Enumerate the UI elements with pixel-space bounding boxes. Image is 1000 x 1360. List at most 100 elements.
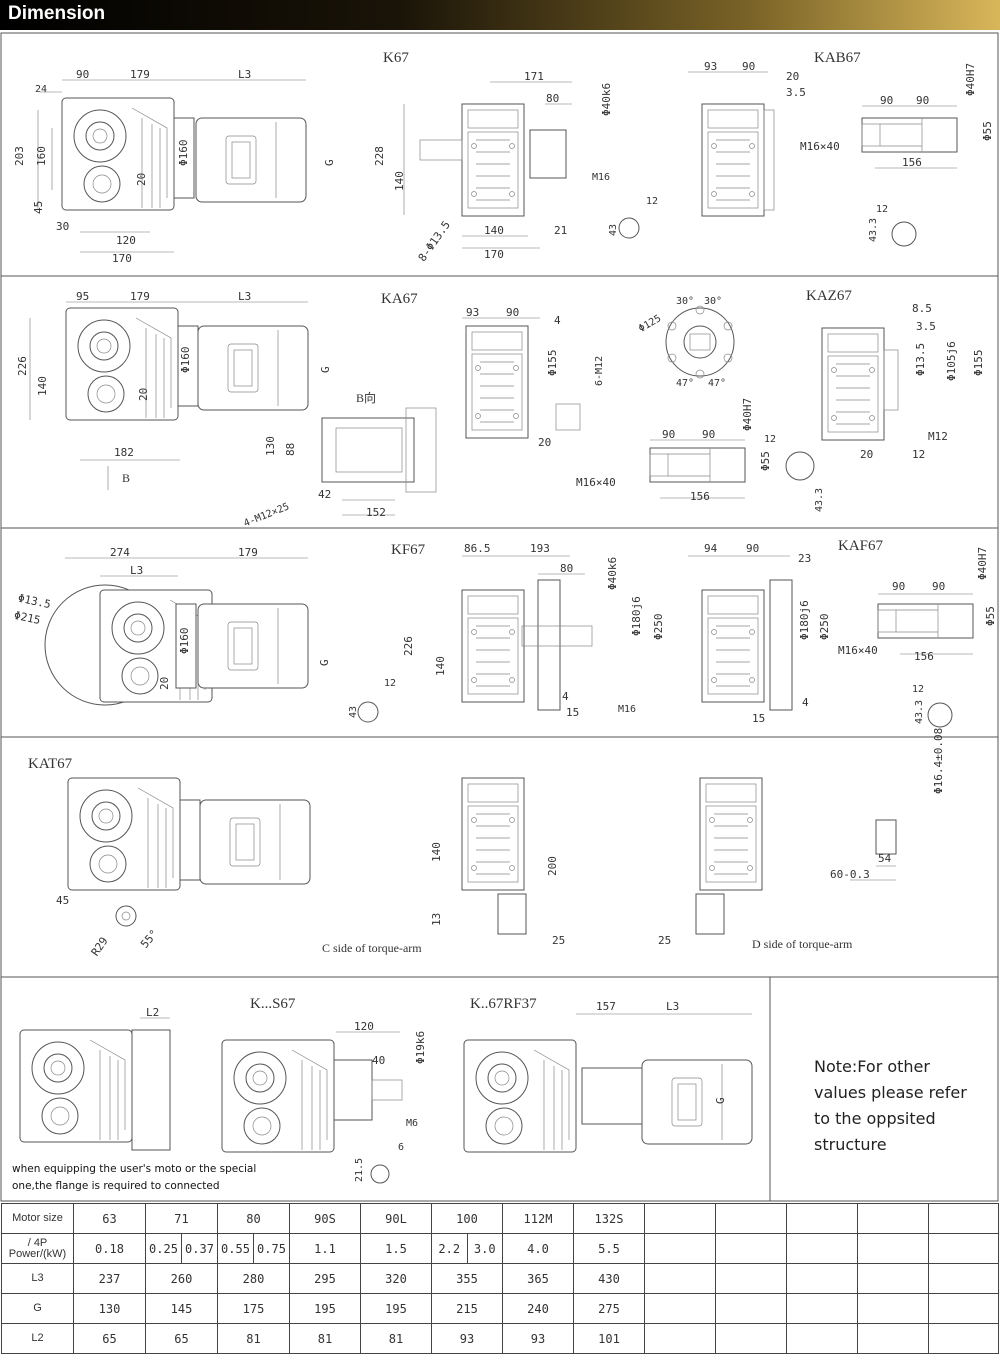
dim-label: Φ55 [981,121,994,141]
dim-label: 8.5 [912,302,932,315]
dim-label: 43.3 [914,700,925,724]
dim-label: 55° [138,927,161,951]
dim-label: L2 [146,1006,159,1019]
table-cell-empty [928,1203,999,1234]
model-label-kat67: KAT67 [28,756,73,772]
table-cell-empty [644,1233,716,1264]
dim-label: 40 [372,1054,385,1067]
row-label-l3: L3 [1,1263,74,1294]
dim-label: 120 [116,234,136,247]
table-cell-empty [857,1203,929,1234]
dim-label: 20 [860,448,873,461]
dim-label: Φ250 [652,614,665,641]
table-cell-empty [928,1233,999,1264]
footnote-line: one,the flange is required to connected [12,1180,220,1192]
table-cell-empty [715,1293,787,1324]
table-cell: 80 [217,1203,290,1234]
table-cell-empty [786,1323,858,1354]
dim-label: 160 [35,146,48,166]
c-side-caption: C side of torque-arm [322,941,422,955]
k67-section: K67 24 90 179 L3 203 160 45 30 120 170 2… [13,50,994,265]
dim-label: 90 [506,306,519,319]
dim-label: B [122,471,130,485]
table-cell: 260 [145,1263,218,1294]
dim-label: 94 [704,542,718,555]
table-cell: 4.0 [502,1233,574,1264]
dim-label: 20 [137,388,150,401]
table-cell-empty [786,1263,858,1294]
ka67-shaft-detail: 90 90 Φ40H7 12 M16×40 Φ55 156 43.3 [576,398,825,512]
dim-label: 120 [354,1020,374,1033]
dim-label: 95 [76,290,89,303]
model-label-k67rf37: K..67RF37 [470,996,537,1012]
table-cell: 5.5 [573,1233,645,1264]
table-cell: 365 [502,1263,574,1294]
table-cell-empty [857,1293,929,1324]
dim-label: L3 [130,564,143,577]
table-cell: 81 [217,1323,290,1354]
dim-label: 12 [912,448,925,461]
dim-label: Φ155 [972,350,985,377]
dim-label: 93 [466,306,479,319]
dim-label: 228 [373,146,386,166]
table-cell: 81 [289,1323,361,1354]
kat67-bushing-detail: Φ16.4±0.08 54 60-0.3 [830,728,945,881]
note-block: Note:For other values please refer to th… [814,1057,967,1154]
flange-view: L2 [19,1006,171,1151]
dim-label: G [714,1097,727,1104]
dim-label: L3 [238,68,251,81]
table-cell: 295 [289,1263,361,1294]
dim-label: Φ40k6 [606,557,619,590]
kf67-front-view: 86.5 193 80 Φ40k6 226 140 Φ180j6 Φ250 4 … [402,542,665,719]
dim-label: 25 [552,934,565,947]
dim-label: 13 [430,913,443,926]
dim-label: 156 [902,156,922,169]
table-cell: 355 [431,1263,503,1294]
dim-label: G [319,366,332,373]
note-line: values please refer [814,1083,967,1102]
dim-label: 274 [110,546,130,559]
drawing-sheet: K67 24 90 179 L3 203 160 45 30 120 170 2… [0,32,999,1202]
dim-label: 42 [318,488,331,501]
dim-label: M12 [928,430,948,443]
dim-label: 4 [562,690,569,703]
dim-label: 90 [662,428,675,441]
note-line: structure [814,1135,887,1154]
kf67-side-view: 274 179 L3 Φ13.5 Φ215 Φ160 20 G 12 43 [13,546,396,723]
dim-label: 20 [538,436,551,449]
bottom-section: L2 K...S67 120 40 Φ19k6 M6 6 21.5 K..67R… [12,996,967,1192]
table-cell: 275 [573,1293,645,1324]
k67rf37-view: 157 L3 G [463,1000,753,1153]
table-cell-empty [644,1293,716,1324]
dim-label: 4 [554,314,561,327]
dim-label: 80 [560,562,573,575]
dim-label: 15 [752,712,765,725]
dim-label: 171 [524,70,544,83]
dim-label: 45 [32,201,45,214]
table-cell: 81 [360,1323,432,1354]
dim-label: Φ180j6 [798,600,811,640]
dim-label: M6 [406,1118,418,1129]
table-cell: 93 [502,1323,574,1354]
model-label-kf67: KF67 [391,542,426,558]
table-cell: 0.75 [253,1234,289,1263]
table-cell-empty [715,1233,787,1264]
table-cell-empty [786,1203,858,1234]
kab67-view: 93 90 20 3.5 [688,60,806,217]
table-cell: 130 [73,1293,146,1324]
sheet-frame [0,32,999,1202]
dim-label: R29 [89,935,111,959]
dim-label: 43 [608,224,619,236]
dim-label: 30° [704,296,722,307]
table-cell: 0.25 [149,1241,178,1256]
table-cell: 195 [360,1293,432,1324]
table-cell: 63 [73,1203,146,1234]
dim-label: 30 [56,220,69,233]
dim-label: Φ125 [637,313,663,335]
dim-label: 140 [393,171,406,191]
dim-label: 90 [892,580,905,593]
dim-label: 226 [16,356,29,376]
dim-label: 21 [554,224,567,237]
dim-label: 15 [566,706,579,719]
